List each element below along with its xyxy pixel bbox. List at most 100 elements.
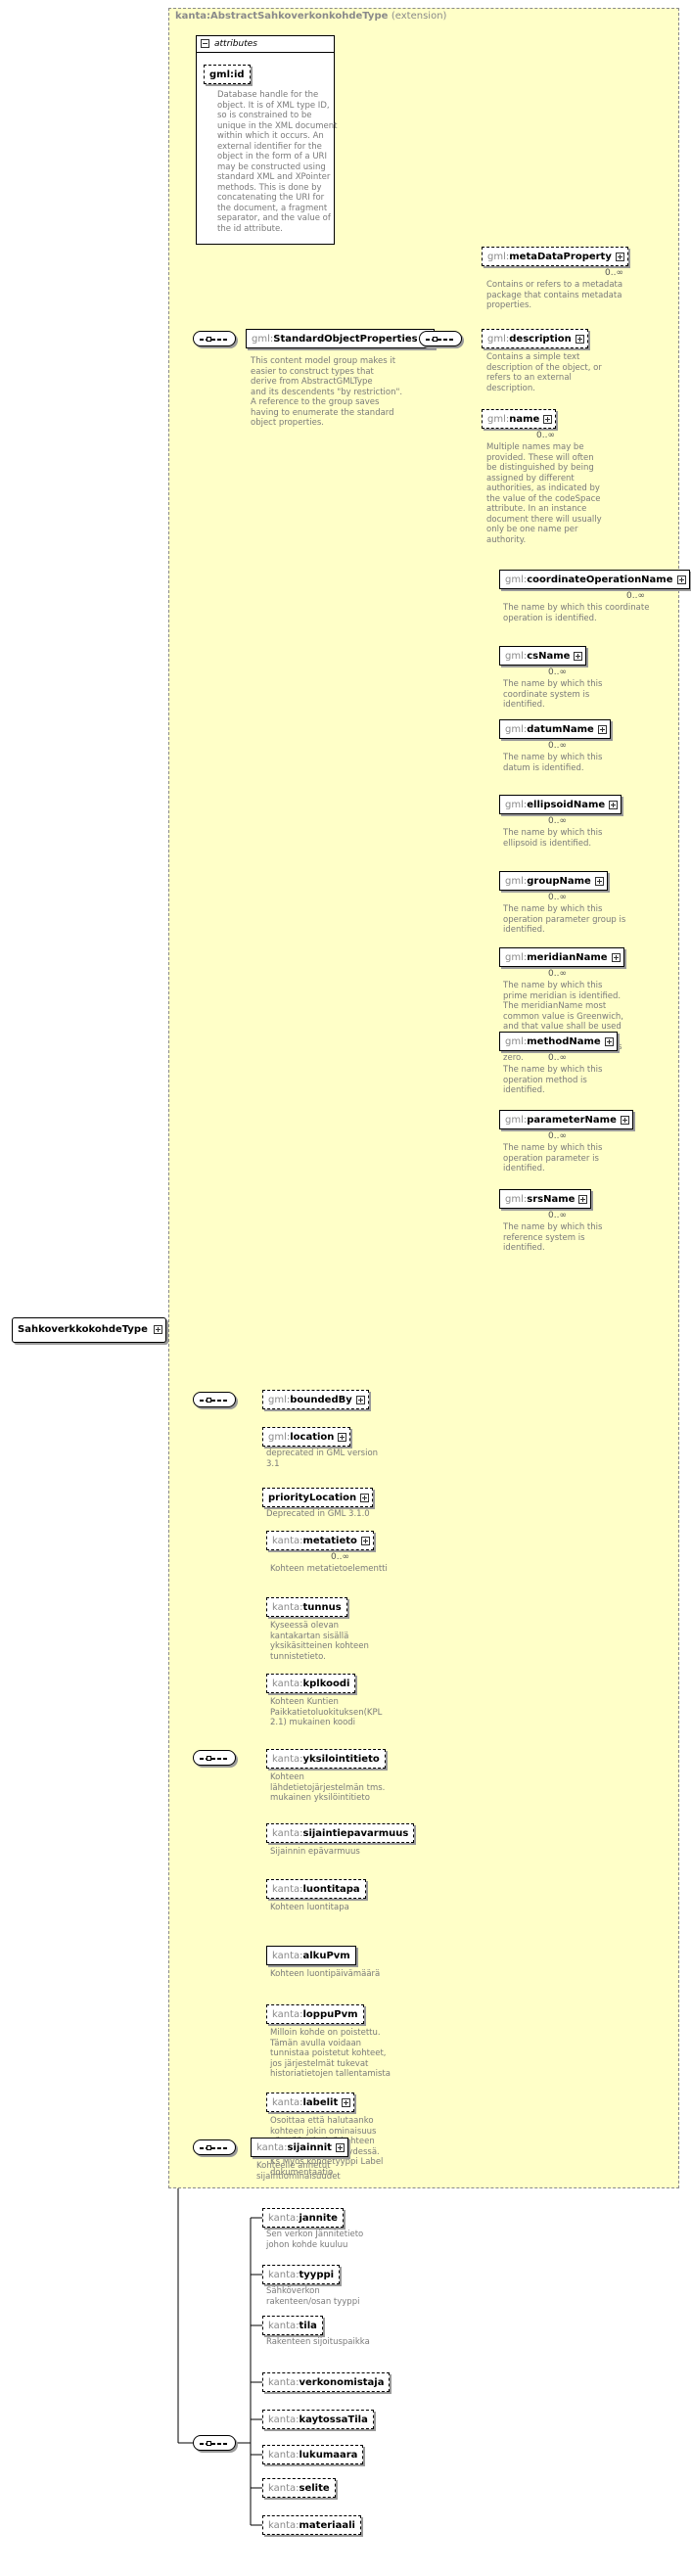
- element-csname[interactable]: gml:csName: [499, 646, 587, 666]
- sequence-compositor[interactable]: [193, 1750, 236, 1766]
- element-srsname[interactable]: gml:srsName: [499, 1189, 592, 1209]
- element-metadataproperty[interactable]: gml:metaDataProperty: [482, 247, 628, 266]
- element-prefix: kanta:: [268, 2321, 299, 2331]
- expand-icon[interactable]: [620, 1116, 629, 1125]
- element-doc-metatieto: Kohteen metatietoelementti: [270, 1564, 388, 1574]
- cardinality-label: 0..∞: [536, 431, 555, 440]
- element-name: tyyppi: [299, 2270, 335, 2280]
- sequence-compositor[interactable]: [193, 2139, 236, 2155]
- sequence-icon: [200, 1400, 229, 1402]
- element-datumname[interactable]: gml:datumName: [499, 719, 611, 739]
- element-kaytossatila[interactable]: kanta:kaytossaTila: [262, 2410, 374, 2429]
- element-loppupvm[interactable]: kanta:loppuPvm: [266, 2004, 364, 2024]
- element-coordinateoperationname[interactable]: gml:coordinateOperationName: [499, 570, 690, 589]
- element-jannite[interactable]: kanta:jannite: [262, 2208, 344, 2228]
- element-prefix: kanta:: [272, 2009, 303, 2020]
- element-labelit[interactable]: kanta:labelit: [266, 2093, 355, 2112]
- expand-icon[interactable]: [609, 801, 619, 809]
- attributes-header[interactable]: attributes: [197, 36, 334, 53]
- element-name: ellipsoidName: [527, 800, 606, 810]
- element-luontitapa[interactable]: kanta:luontitapa: [266, 1879, 366, 1899]
- expand-icon[interactable]: [594, 877, 604, 886]
- expand-icon[interactable]: [578, 1195, 588, 1204]
- element-kplkoodi[interactable]: kanta:kplkoodi: [266, 1674, 356, 1693]
- element-sijainnit[interactable]: kanta:sijainnit: [251, 2138, 348, 2157]
- expand-icon[interactable]: [615, 253, 624, 261]
- element-doc-srsname: The name by which this reference system …: [503, 1222, 603, 1253]
- attributes-header-label: attributes: [214, 39, 257, 49]
- element-meridianname[interactable]: gml:meridianName: [499, 947, 624, 967]
- sequence-icon-box: [207, 2145, 211, 2150]
- element-prefix: kanta:: [272, 2097, 303, 2108]
- element-verkonomistaja[interactable]: kanta:verkonomistaja: [262, 2372, 391, 2392]
- sequence-compositor[interactable]: [193, 2435, 236, 2451]
- element-name: sijaintiepavarmuus: [302, 1828, 409, 1839]
- element-materiaali[interactable]: kanta:materiaali: [262, 2515, 361, 2535]
- sequence-icon-box: [207, 2441, 211, 2446]
- element-groupname[interactable]: gml:groupName: [499, 871, 608, 891]
- expand-icon[interactable]: [597, 725, 607, 734]
- element-standardobjectproperties[interactable]: gml:StandardObjectProperties: [246, 329, 435, 348]
- expand-icon[interactable]: [543, 415, 553, 424]
- expand-icon[interactable]: [676, 575, 686, 584]
- element-boundedby[interactable]: gml:boundedBy: [262, 1390, 369, 1409]
- element-prefix: kanta:: [268, 2415, 299, 2425]
- element-methodname[interactable]: gml:methodName: [499, 1032, 618, 1051]
- element-yksilointitieto[interactable]: kanta:yksilointitieto: [266, 1749, 386, 1769]
- element-name: coordinateOperationName: [527, 575, 673, 585]
- element-doc-tila: Rakenteen sijoituspaikka: [266, 2337, 370, 2347]
- element-name: sijainnit: [287, 2142, 332, 2153]
- root-type-node[interactable]: SahkoverkkokohdeType: [12, 1317, 166, 1343]
- element-name: tila: [299, 2321, 317, 2331]
- element-metatieto[interactable]: kanta:metatieto: [266, 1531, 374, 1550]
- element-tila[interactable]: kanta:tila: [262, 2316, 323, 2335]
- element-tyyppi[interactable]: kanta:tyyppi: [262, 2265, 341, 2284]
- element-name: selite: [299, 2483, 330, 2494]
- element-name: meridianName: [527, 952, 608, 963]
- element-description[interactable]: gml:description: [482, 329, 588, 348]
- expand-icon[interactable]: [611, 953, 621, 962]
- expand-icon[interactable]: [153, 1325, 162, 1334]
- element-prefix: gml:: [505, 876, 528, 887]
- element-name: jannite: [299, 2213, 338, 2224]
- expand-icon[interactable]: [342, 2098, 351, 2107]
- collapse-icon[interactable]: [201, 39, 209, 48]
- element-name[interactable]: gml:name: [482, 409, 557, 429]
- element-selite[interactable]: kanta:selite: [262, 2478, 336, 2498]
- element-lukumaara[interactable]: kanta:lukumaara: [262, 2445, 364, 2464]
- expand-icon[interactable]: [360, 1494, 370, 1502]
- element-doc-coordinateoperationname: The name by which this coordinate operat…: [503, 603, 650, 623]
- element-doc-jannite: Sen verkon Jännitetieto johon kohde kuul…: [266, 2230, 364, 2250]
- expand-icon[interactable]: [575, 335, 584, 344]
- element-name: labelit: [302, 2097, 339, 2108]
- attribute-gml-id[interactable]: gml:id: [204, 65, 251, 84]
- expand-icon[interactable]: [574, 652, 583, 661]
- element-name: groupName: [527, 876, 591, 887]
- expand-icon[interactable]: [360, 1537, 370, 1545]
- element-prefix: gml:: [487, 334, 510, 345]
- sequence-compositor[interactable]: [193, 1392, 236, 1407]
- element-prefix: kanta:: [268, 2520, 299, 2531]
- expand-icon[interactable]: [604, 1037, 614, 1046]
- element-prefix: kanta:: [272, 1679, 303, 1689]
- element-prefix: gml:: [505, 651, 528, 662]
- element-prefix: gml:: [505, 1036, 528, 1047]
- element-ellipsoidname[interactable]: gml:ellipsoidName: [499, 795, 622, 814]
- cardinality-label: 0..∞: [548, 816, 567, 826]
- sequence-compositor[interactable]: [419, 331, 462, 346]
- expand-icon[interactable]: [335, 2143, 345, 2152]
- sequence-compositor[interactable]: [193, 331, 236, 346]
- element-sijaintiepavarmuus[interactable]: kanta:sijaintiepavarmuus: [266, 1823, 415, 1843]
- element-tunnus[interactable]: kanta:tunnus: [266, 1597, 347, 1617]
- element-prioritylocation[interactable]: priorityLocation: [262, 1488, 374, 1507]
- expand-icon[interactable]: [338, 1433, 347, 1442]
- element-doc-location: deprecated in GML version 3.1: [266, 1449, 379, 1469]
- sequence-icon-box: [207, 1398, 211, 1403]
- element-location[interactable]: gml:location: [262, 1427, 351, 1447]
- element-parametername[interactable]: gml:parameterName: [499, 1110, 633, 1129]
- expand-icon[interactable]: [355, 1396, 365, 1404]
- element-doc-csname: The name by which this coordinate system…: [503, 679, 603, 710]
- element-alkupvm[interactable]: kanta:alkuPvm: [266, 1946, 356, 1965]
- element-name: metatieto: [302, 1536, 357, 1546]
